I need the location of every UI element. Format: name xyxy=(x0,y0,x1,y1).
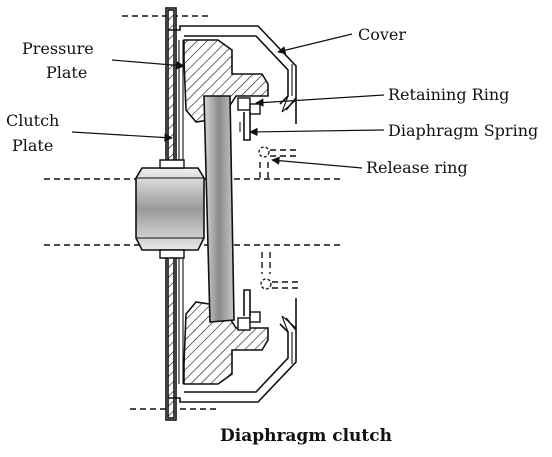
retaining-ring-leader xyxy=(255,94,385,107)
cover-lower xyxy=(168,298,297,403)
shaft xyxy=(203,95,235,323)
label-pressure-plate-1: Pressure xyxy=(22,39,94,58)
clutch-hub xyxy=(135,159,205,259)
release-ring-leader xyxy=(271,156,363,169)
label-cover: Cover xyxy=(358,25,406,44)
leader-lines xyxy=(71,33,385,169)
label-release-ring: Release ring xyxy=(366,158,468,177)
cover-leader xyxy=(277,33,353,55)
label-clutch-plate-2: Plate xyxy=(12,136,53,155)
diaphragm-spring-leader xyxy=(249,127,385,137)
labels: Pressure Plate Clutch Plate Cover Retain… xyxy=(6,25,538,177)
pressure-plate-lower xyxy=(183,301,269,385)
label-clutch-plate-1: Clutch xyxy=(6,111,59,130)
label-pressure-plate-2: Plate xyxy=(46,63,87,82)
retaining-ring xyxy=(237,97,261,331)
label-retaining-ring: Retaining Ring xyxy=(388,85,509,104)
pressure-plate-leader xyxy=(111,59,185,70)
diagram-caption: Diaphragm clutch xyxy=(220,426,392,446)
label-diaphragm-spring: Diaphragm Spring xyxy=(388,121,538,140)
release-ring xyxy=(258,146,300,290)
clutch-plate-leader xyxy=(71,131,173,142)
diaphragm-spring xyxy=(239,112,251,316)
